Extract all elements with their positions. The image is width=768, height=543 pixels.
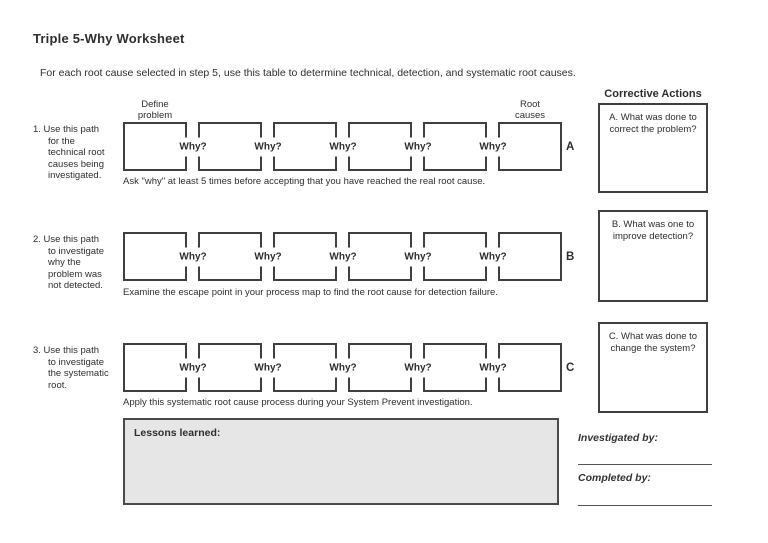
why-label: Why? bbox=[250, 358, 286, 378]
investigated-by-label: Investigated by: bbox=[578, 432, 658, 444]
completed-by-label: Completed by: bbox=[578, 472, 651, 484]
corrective-action-box-c[interactable]: C. What was done to change the system? bbox=[598, 322, 708, 413]
investigated-by-line[interactable] bbox=[578, 464, 712, 465]
corrective-action-box-b[interactable]: B. What was one to improve detection? bbox=[598, 210, 708, 302]
why-label: Why? bbox=[325, 247, 361, 267]
root-cause-letter-b: B bbox=[566, 251, 575, 263]
page-title: Triple 5-Why Worksheet bbox=[33, 31, 185, 46]
why-box-1-6[interactable] bbox=[498, 122, 562, 171]
why-label: Why? bbox=[175, 137, 211, 157]
why-label: Why? bbox=[250, 137, 286, 157]
why-label: Why? bbox=[475, 137, 511, 157]
corrective-action-label-c: C. What was done to change the system? bbox=[608, 331, 698, 354]
why-label: Why? bbox=[400, 247, 436, 267]
row-2-caption: Examine the escape point in your process… bbox=[123, 287, 498, 298]
root-cause-letter-c: C bbox=[566, 362, 575, 374]
corrective-actions-header: Corrective Actions bbox=[604, 88, 702, 100]
row-1-label: 1. Use this path for the technical root … bbox=[33, 124, 105, 181]
why-label: Why? bbox=[175, 247, 211, 267]
root-cause-letter-a: A bbox=[566, 141, 575, 153]
why-label: Why? bbox=[475, 358, 511, 378]
page-subtitle: For each root cause selected in step 5, … bbox=[40, 67, 576, 79]
why-label: Why? bbox=[475, 247, 511, 267]
corrective-action-label-b: B. What was one to improve detection? bbox=[611, 219, 695, 242]
corrective-action-box-a[interactable]: A. What was done to correct the problem? bbox=[598, 103, 708, 193]
why-label: Why? bbox=[325, 137, 361, 157]
why-label: Why? bbox=[250, 247, 286, 267]
why-label: Why? bbox=[400, 137, 436, 157]
row-2-label: 2. Use this path to investigate why the … bbox=[33, 234, 104, 291]
root-causes-label: Root causes bbox=[514, 99, 546, 121]
why-label: Why? bbox=[400, 358, 436, 378]
corrective-action-label-a: A. What was done to correct the problem? bbox=[609, 112, 697, 135]
why-label: Why? bbox=[175, 358, 211, 378]
row-3-caption: Apply this systematic root cause process… bbox=[123, 397, 473, 408]
lessons-learned-box[interactable]: Lessons learned: bbox=[123, 418, 559, 505]
row-3-label: 3. Use this path to investigate the syst… bbox=[33, 345, 109, 391]
why-label: Why? bbox=[325, 358, 361, 378]
row-1-caption: Ask "why" at least 5 times before accept… bbox=[123, 176, 486, 187]
completed-by-line[interactable] bbox=[578, 505, 712, 506]
define-problem-label: Define problem bbox=[137, 99, 173, 121]
lessons-learned-label: Lessons learned: bbox=[134, 427, 221, 439]
